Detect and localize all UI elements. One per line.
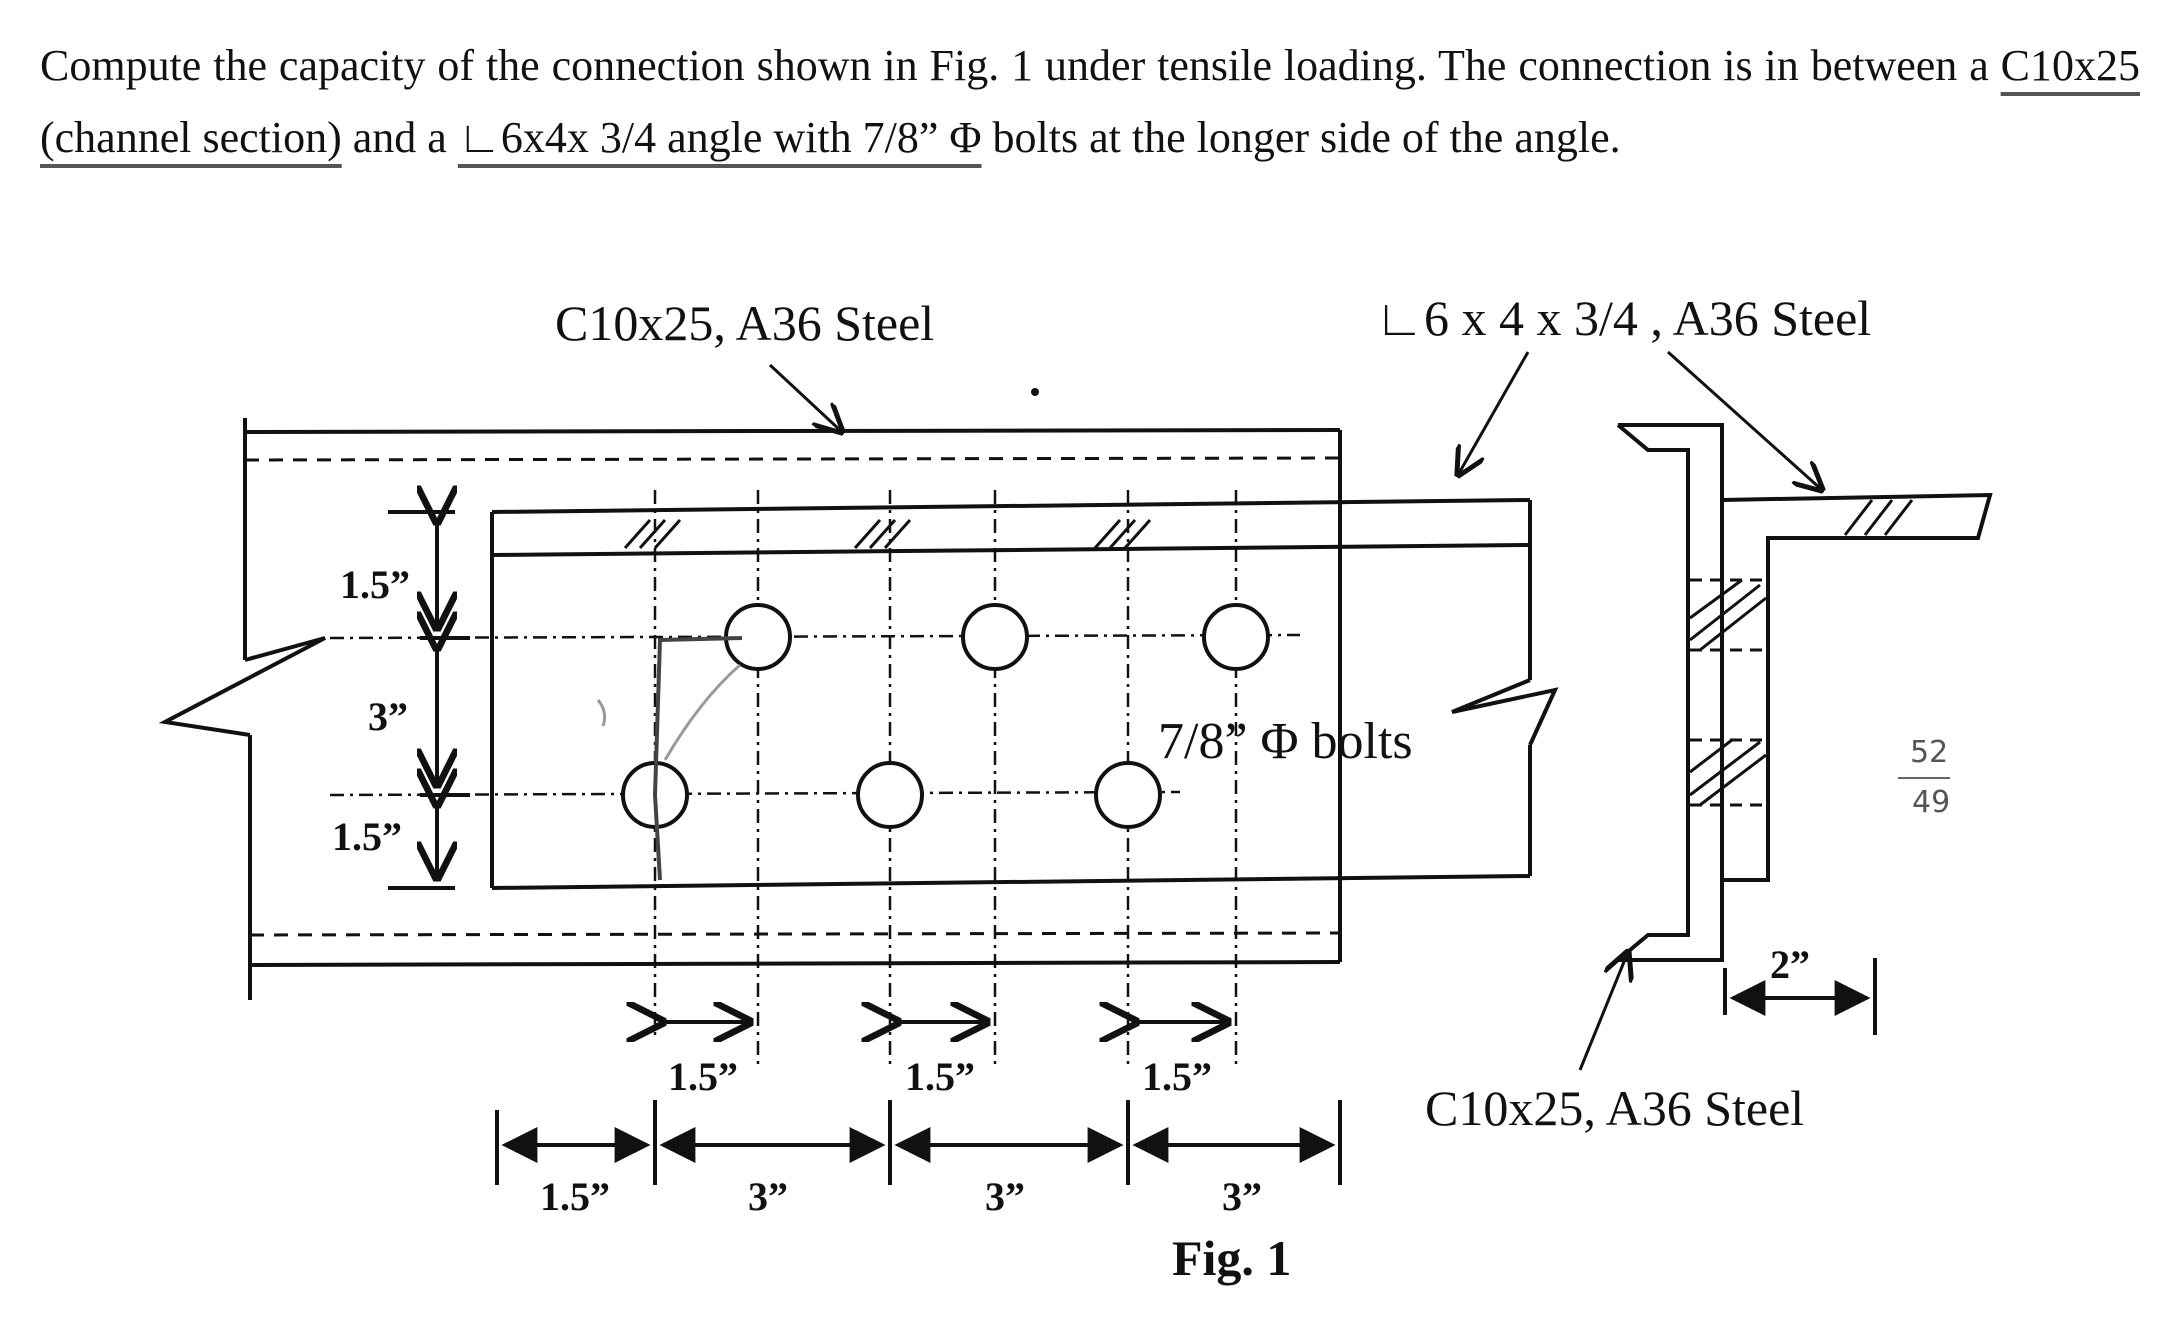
pencil-failure-path — [596, 636, 743, 881]
bolt-hole — [1094, 761, 1162, 829]
dim-stagger-2: 1.5” — [905, 1054, 975, 1099]
channel-section — [1612, 423, 1724, 962]
dim-edge-bottom: 1.5” — [332, 814, 402, 859]
dim-angle-leg: 2” — [1770, 942, 1810, 987]
problem-statement: Compute the capacity of the connection s… — [40, 30, 2140, 174]
channel-top-label: C10x25, A36 Steel — [555, 295, 934, 351]
dim-pitch-3: 3” — [1222, 1174, 1262, 1219]
bolt-holes — [621, 603, 1270, 829]
angle-leg-dimension — [1723, 958, 1877, 1035]
figure-caption: Fig. 1 — [1172, 1230, 1291, 1286]
problem-text-1: Compute the capacity of the connection s… — [40, 41, 2001, 90]
dim-edge-top: 1.5” — [340, 562, 410, 607]
margin-note-bottom: 49 — [1912, 785, 1950, 820]
angle-label: ∟6 x 4 x 3/4 , A36 Steel — [1375, 290, 1871, 346]
dim-pitch-2: 3” — [985, 1174, 1025, 1219]
dim-gage: 3” — [368, 694, 408, 739]
angle-leader-section — [1666, 350, 1822, 490]
bolt-label: 7/8” Φ bolts — [1158, 713, 1413, 770]
angle-leader-plan — [1458, 351, 1530, 475]
dim-stagger-3: 1.5” — [1142, 1054, 1212, 1099]
vertical-dimensions — [388, 512, 470, 890]
bolt-center-lines — [329, 490, 1342, 1070]
problem-text-3: bolts at the longer side of the angle. — [981, 113, 1621, 162]
channel-bottom-label: C10x25, A36 Steel — [1425, 1080, 1804, 1136]
channel-underlined: C10x25 (channel section) — [40, 41, 2140, 162]
bolt-hole — [1202, 603, 1270, 671]
stray-dot — [1031, 388, 1039, 396]
margin-note-top: 52 — [1910, 735, 1948, 770]
channel-top-leader — [768, 363, 842, 432]
problem-text-2: and a — [341, 113, 458, 162]
dim-stagger-1: 1.5” — [668, 1054, 738, 1099]
angle-section — [1721, 492, 1993, 882]
angle-underlined: ∟6x4x 3/4 angle with 7/8” Φ — [457, 113, 982, 162]
dim-end: 1.5” — [540, 1174, 610, 1219]
bolt-hole — [961, 603, 1029, 671]
dim-pitch-1: 3” — [748, 1174, 788, 1219]
bolt-hole — [856, 761, 924, 829]
angle-plan — [490, 498, 1559, 890]
section-view — [1612, 423, 1993, 962]
pitch-dimensions — [495, 1100, 1342, 1185]
channel-bottom-leader — [1578, 952, 1628, 1071]
